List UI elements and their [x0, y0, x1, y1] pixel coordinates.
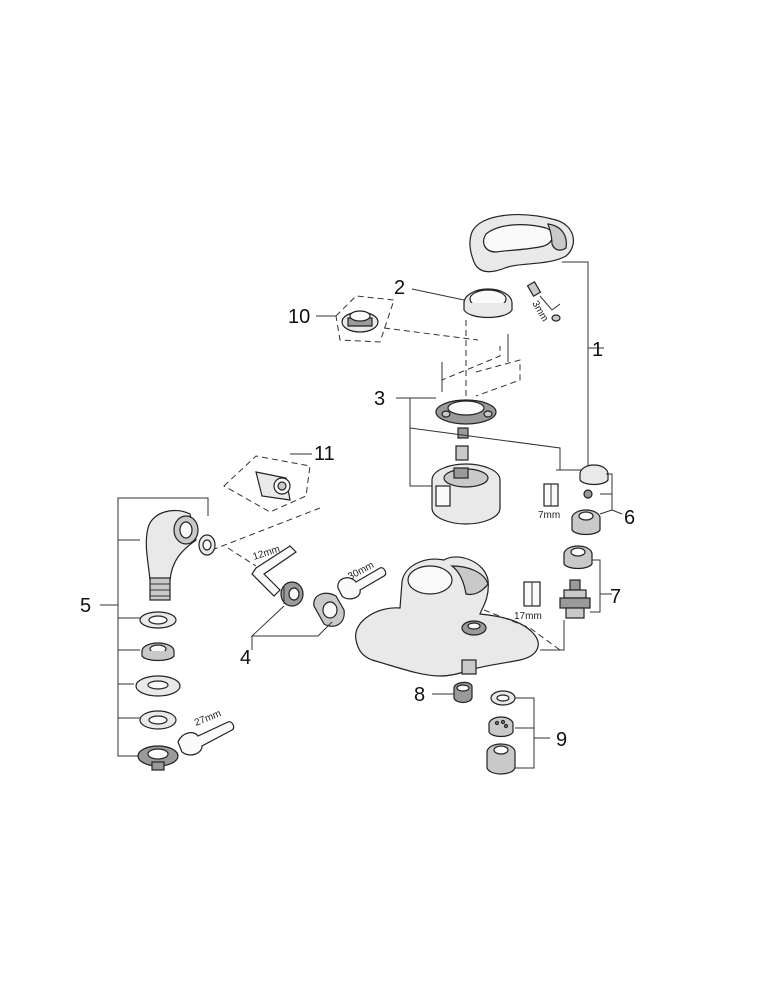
socket-7mm: [543, 483, 559, 507]
guide-line-10: [383, 327, 479, 341]
mixer-body: [355, 556, 539, 677]
guide-line-11: [211, 507, 321, 551]
leader-part-2: [411, 288, 465, 301]
rosette-plate: [135, 675, 181, 697]
diverter-fitting: [453, 681, 473, 704]
cartridge-body: [431, 463, 501, 525]
cartridge-stem-parts: [455, 427, 469, 461]
socket-17mm: [523, 581, 541, 607]
socket-17mm-label: 17mm: [514, 611, 542, 622]
threaded-ring: [141, 642, 175, 662]
bracket-part-1: [556, 261, 604, 471]
part-number-11: 11: [314, 443, 335, 465]
part-number-5: 5: [80, 595, 91, 617]
socket-7mm-label: 7mm: [538, 510, 560, 521]
threaded-adapter: [280, 581, 304, 607]
aerator-washer: [490, 690, 516, 706]
hex-key-12mm: [251, 545, 297, 597]
valve-headpart: [559, 579, 591, 619]
elbow-washer: [198, 534, 216, 556]
bracket-part-7: [540, 559, 612, 651]
wrench-27mm: [177, 721, 235, 756]
part-number-10: 10: [288, 306, 310, 328]
guide-line-4: [227, 547, 257, 567]
part-number-4: 4: [240, 647, 251, 669]
part-number-8: 8: [414, 684, 425, 706]
retaining-ring: [563, 545, 593, 570]
wall-elbow: [145, 509, 199, 601]
wall-flange: [137, 745, 179, 771]
part-number-1: 1: [592, 339, 603, 361]
set-screw-parts: [526, 280, 561, 322]
bracket-part-4: [250, 605, 333, 650]
guide-line-body: [483, 609, 561, 651]
bracket-part-6: [599, 473, 623, 515]
bracket-part-3: [396, 397, 561, 487]
part-number-6: 6: [624, 507, 635, 529]
part-number-9: 9: [556, 729, 567, 751]
small-ball: [583, 489, 593, 499]
aerator-insert: [488, 716, 514, 738]
hex-key-3mm-label: 3mm: [529, 299, 550, 324]
dashed-assembly-lines: [441, 320, 521, 398]
lever-handle: [469, 214, 574, 273]
cover-cap: [579, 464, 609, 486]
wrench-30mm: [337, 567, 387, 600]
washer-1: [139, 611, 177, 629]
part-number-2: 2: [394, 277, 405, 299]
valve-nut: [571, 509, 601, 536]
aerator-housing: [486, 743, 516, 775]
part-number-3: 3: [374, 388, 385, 410]
wrench-27mm-label: 27mm: [193, 708, 223, 729]
limiter-cap-box: [335, 295, 395, 343]
mounting-screws: [441, 334, 509, 392]
hex-nut: [313, 592, 345, 627]
cap-ring: [463, 288, 513, 319]
bracket-part-9: [515, 697, 550, 769]
adapter-box: [223, 455, 311, 513]
part-number-7: 7: [610, 586, 621, 608]
cartridge-base-plate: [435, 399, 497, 425]
washer-2: [139, 710, 177, 730]
bracket-part-5: [100, 497, 209, 757]
